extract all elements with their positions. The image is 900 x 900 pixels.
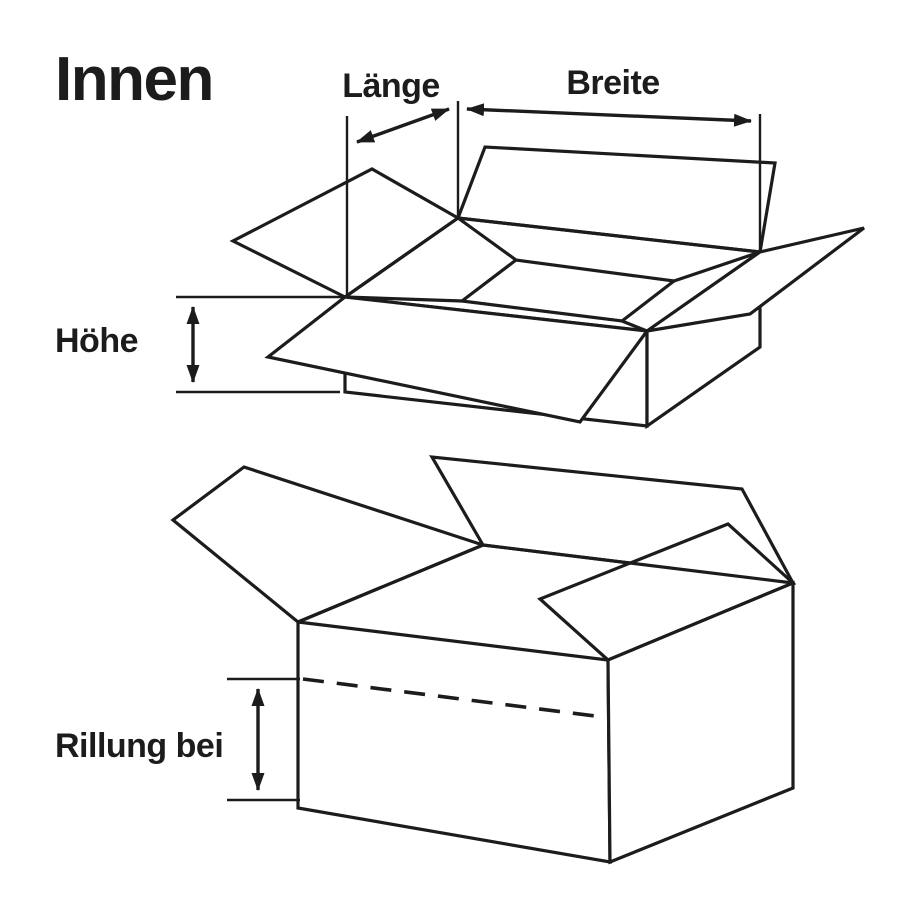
top-box-rim bbox=[344, 216, 761, 299]
top-box-inner-wall-edges bbox=[344, 216, 761, 333]
laenge-dimension: Länge bbox=[342, 67, 460, 296]
breite-dimension: Breite bbox=[466, 64, 762, 251]
bottom-box-front-face bbox=[296, 620, 612, 864]
breite-label: Breite bbox=[566, 64, 659, 102]
breite-arrow bbox=[466, 103, 752, 127]
bottom-box-right-face bbox=[606, 580, 795, 865]
laenge-arrow bbox=[356, 107, 450, 144]
top-box-right-flap bbox=[646, 226, 865, 333]
top-box-front-flap bbox=[264, 295, 650, 424]
bottom-box-drawing bbox=[170, 455, 796, 865]
top-box-drawing bbox=[229, 145, 865, 430]
diagram-title: Innen bbox=[55, 45, 213, 114]
rillung-dimension: Rillung bei bbox=[55, 677, 300, 802]
rillung-label: Rillung bei bbox=[55, 727, 223, 765]
top-box-floor bbox=[457, 258, 679, 323]
laenge-label: Länge bbox=[342, 67, 440, 105]
hoehe-dimension: Höhe bbox=[55, 295, 344, 394]
crease-dashed-line bbox=[302, 677, 604, 719]
bottom-box-rim bbox=[297, 543, 794, 624]
top-box-left-flap bbox=[229, 167, 461, 299]
bottom-box-left-flap bbox=[170, 465, 488, 624]
hoehe-label: Höhe bbox=[55, 322, 138, 360]
